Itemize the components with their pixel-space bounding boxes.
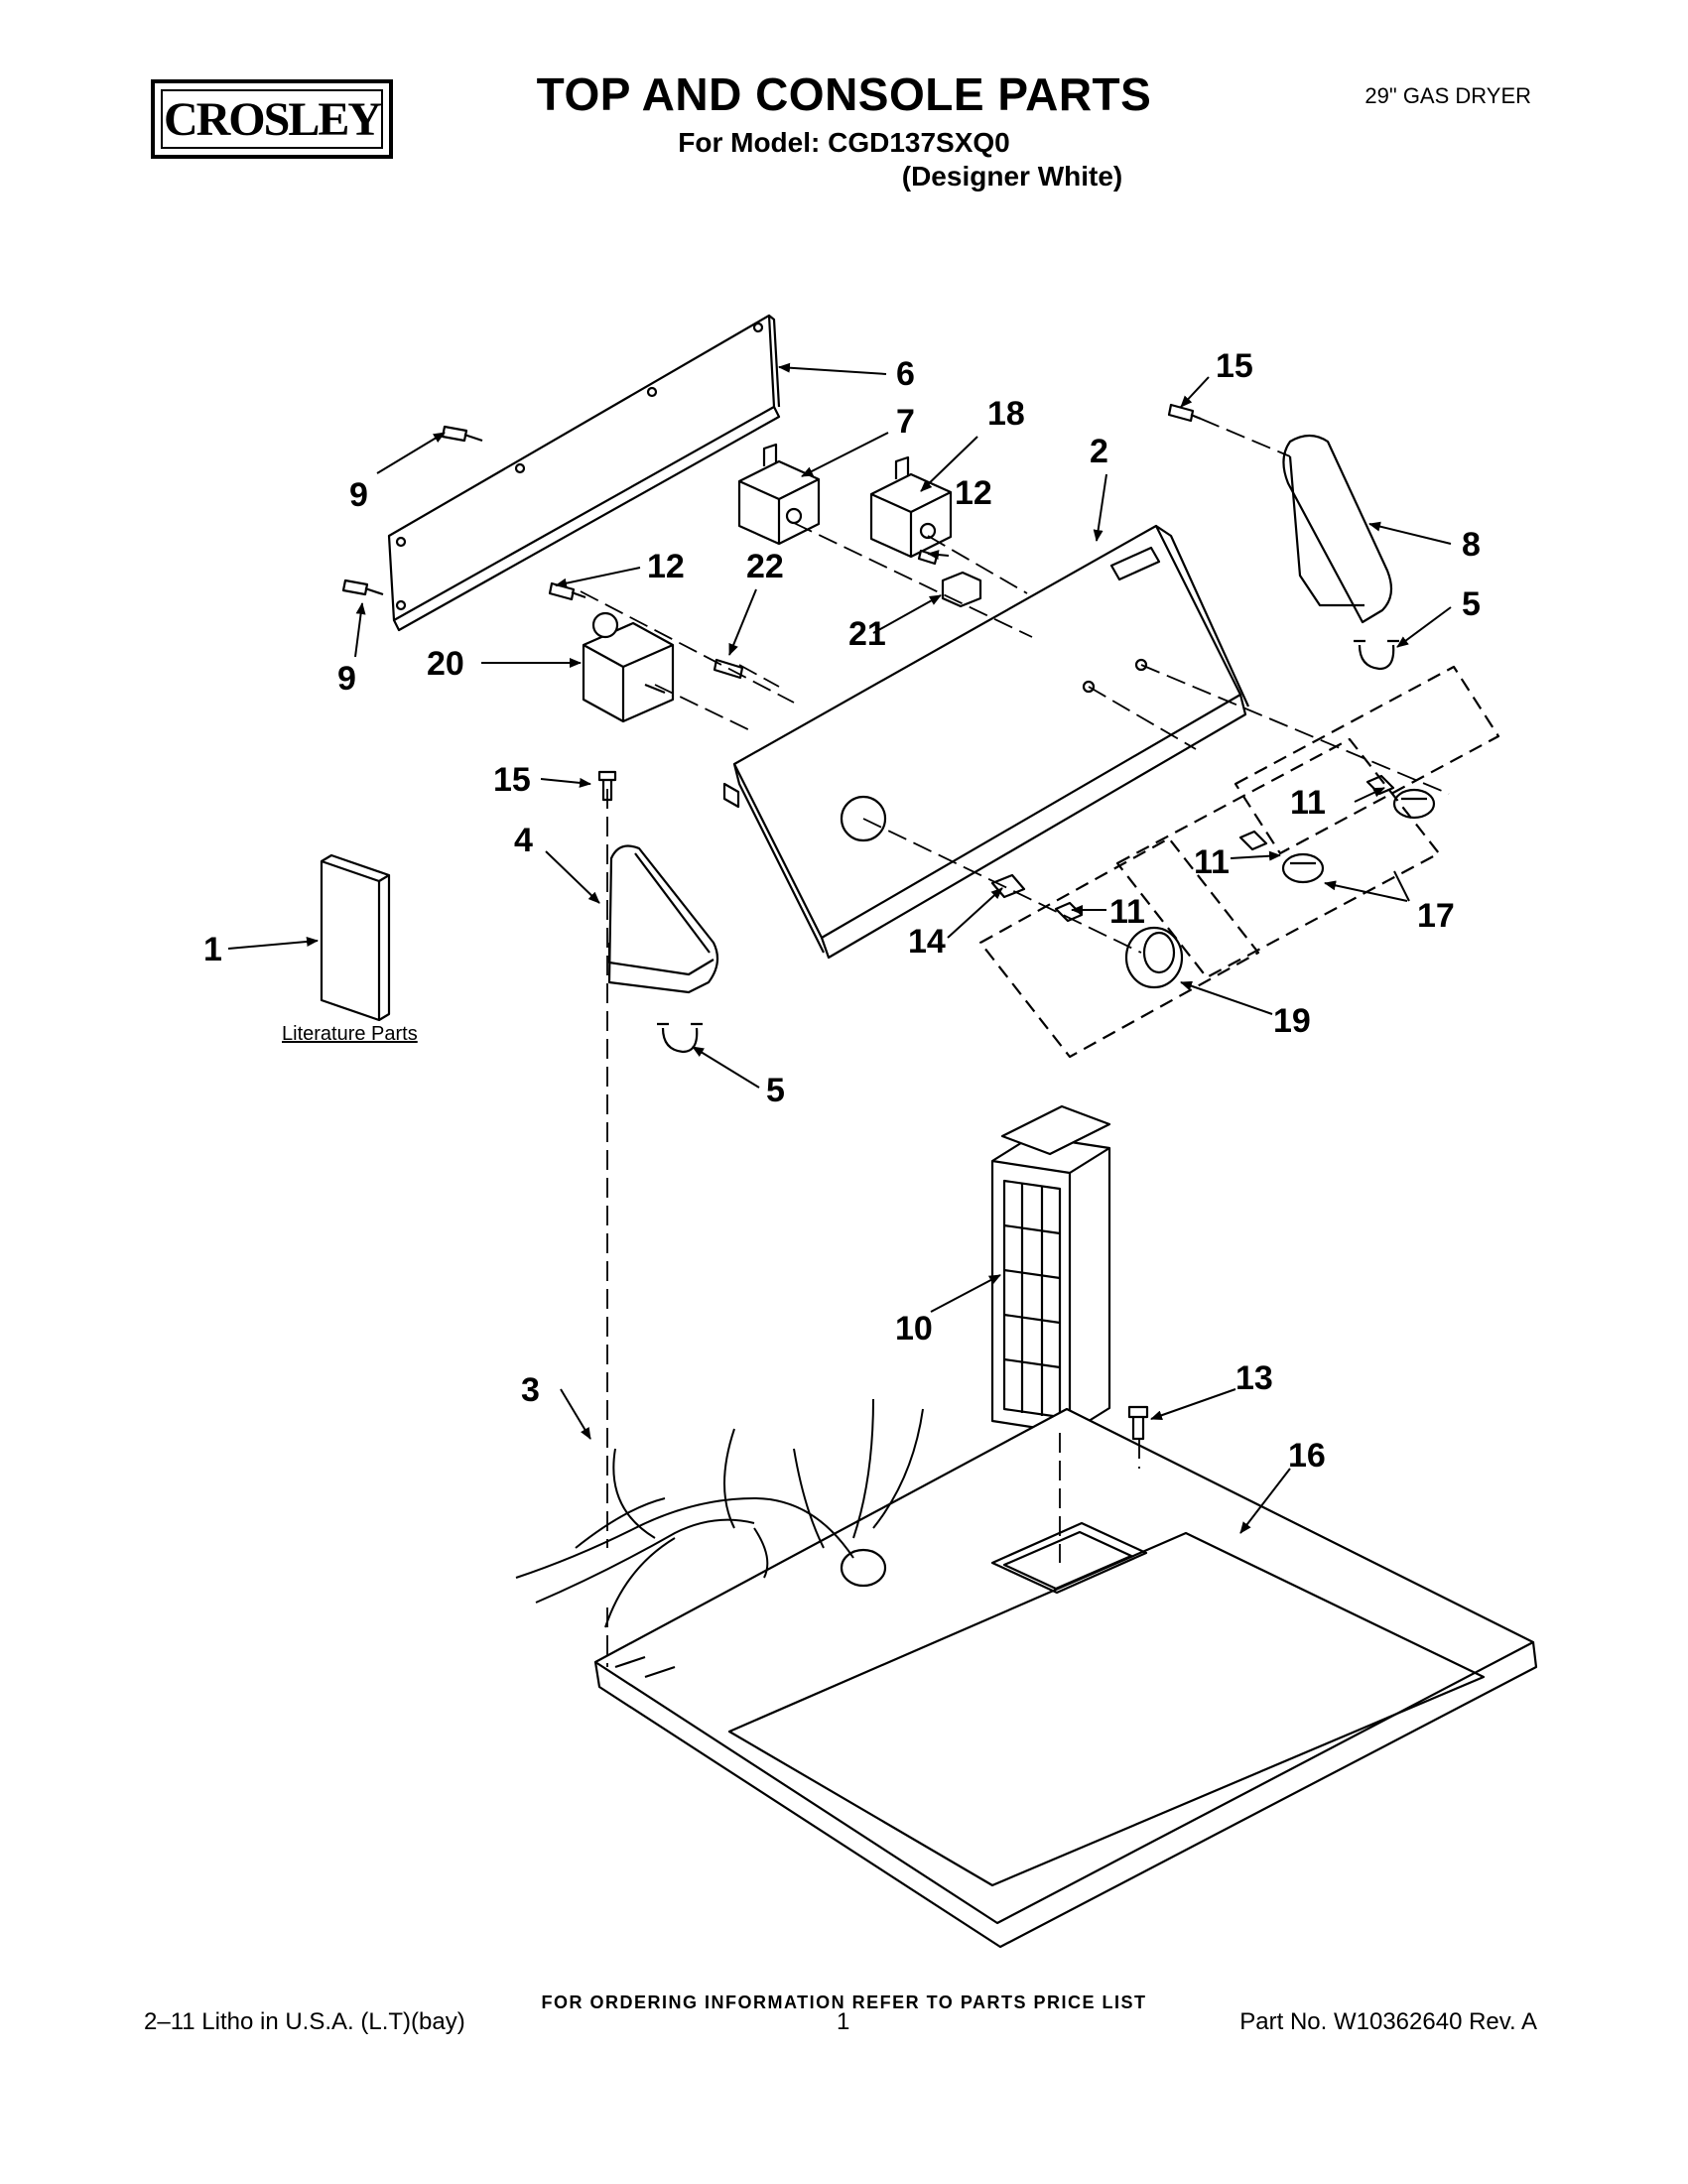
part-switch-18 <box>869 455 953 559</box>
color-line: (Designer White) <box>901 161 1123 192</box>
callout-16: 16 <box>1288 1437 1326 1475</box>
callout-11-c: 11 <box>1290 784 1326 822</box>
callout-8: 8 <box>1462 526 1481 564</box>
callout-20: 20 <box>427 645 464 683</box>
part-rear-bracket <box>387 314 781 632</box>
callout-5-right: 5 <box>1462 585 1481 623</box>
part-screw-12-left <box>548 581 586 601</box>
part-clip-5-right <box>1354 639 1399 671</box>
page-number: 1 <box>837 2008 850 2035</box>
brand-logo-text: CROSLEY <box>161 89 383 149</box>
part-number: Part No. W10362640 Rev. A <box>1239 2008 1537 2035</box>
callout-12-left: 12 <box>647 548 685 585</box>
callout-17: 17 <box>1417 897 1455 935</box>
callout-11-a: 11 <box>1109 893 1145 931</box>
callout-10: 10 <box>895 1310 933 1348</box>
part-screw-15-right <box>1167 403 1202 423</box>
callout-19: 19 <box>1273 1002 1311 1040</box>
part-wire-harness <box>515 1398 924 1628</box>
assembly-guide-lines <box>580 418 1450 1667</box>
part-knob-19 <box>1124 926 1184 989</box>
part-switch-7 <box>737 443 821 546</box>
callout-18: 18 <box>987 395 1025 433</box>
part-knob-17b <box>1392 788 1436 820</box>
kit-outline-boxes <box>978 665 1500 1059</box>
callout-12-right: 12 <box>955 474 992 512</box>
product-type: 29" GAS DRYER <box>1364 83 1531 108</box>
callout-2: 2 <box>1090 433 1108 470</box>
ordering-note: FOR ORDERING INFORMATION REFER TO PARTS … <box>541 1992 1147 2012</box>
callout-21: 21 <box>848 615 886 653</box>
callout-15-right: 15 <box>1216 347 1253 385</box>
part-end-cap-left <box>607 844 719 994</box>
callout-3: 3 <box>521 1371 540 1409</box>
callout-15-left: 15 <box>493 761 531 799</box>
part-screw-13 <box>1127 1405 1149 1441</box>
leader-arrows <box>227 362 1452 1534</box>
callout-22: 22 <box>746 548 784 585</box>
litho-info: 2–11 Litho in U.S.A. (L.T)(bay) <box>144 2008 465 2035</box>
callout-9-upper: 9 <box>349 476 368 514</box>
callout-labels: 6 7 18 2 15 8 5 9 9 12 12 22 21 20 15 4 … <box>203 347 1481 1475</box>
part-timer-20 <box>582 611 675 723</box>
callout-11-b: 11 <box>1194 843 1230 881</box>
part-knob-insert-11a <box>1054 901 1084 923</box>
part-lint-screen <box>990 1104 1111 1435</box>
callout-5-left: 5 <box>766 1072 785 1109</box>
part-top-panel <box>593 1407 1538 1949</box>
callout-6: 6 <box>896 355 915 393</box>
callout-13: 13 <box>1235 1359 1273 1397</box>
callout-1: 1 <box>203 931 222 968</box>
part-knob-17a <box>1281 852 1325 884</box>
part-clip-5-left <box>657 1022 703 1054</box>
page-title: TOP AND CONSOLE PARTS <box>536 68 1152 120</box>
part-knob-insert-11b <box>1238 830 1268 851</box>
part-screw-9-lower <box>341 578 384 596</box>
literature-parts-label: Literature Parts <box>282 1023 418 1045</box>
callout-9-lower: 9 <box>337 660 356 698</box>
model-line: For Model: CGD137SXQ0 <box>678 127 1010 158</box>
callout-14: 14 <box>908 923 946 961</box>
part-console-panel <box>722 524 1250 960</box>
part-clip-21 <box>941 571 982 608</box>
brand-logo: CROSLEY <box>151 79 393 159</box>
part-end-cap-right <box>1282 434 1393 624</box>
part-literature <box>320 853 391 1022</box>
part-screw-12-right <box>917 549 939 566</box>
callout-4: 4 <box>514 822 533 859</box>
part-screw-9-upper <box>441 425 483 443</box>
callout-7: 7 <box>896 403 915 441</box>
